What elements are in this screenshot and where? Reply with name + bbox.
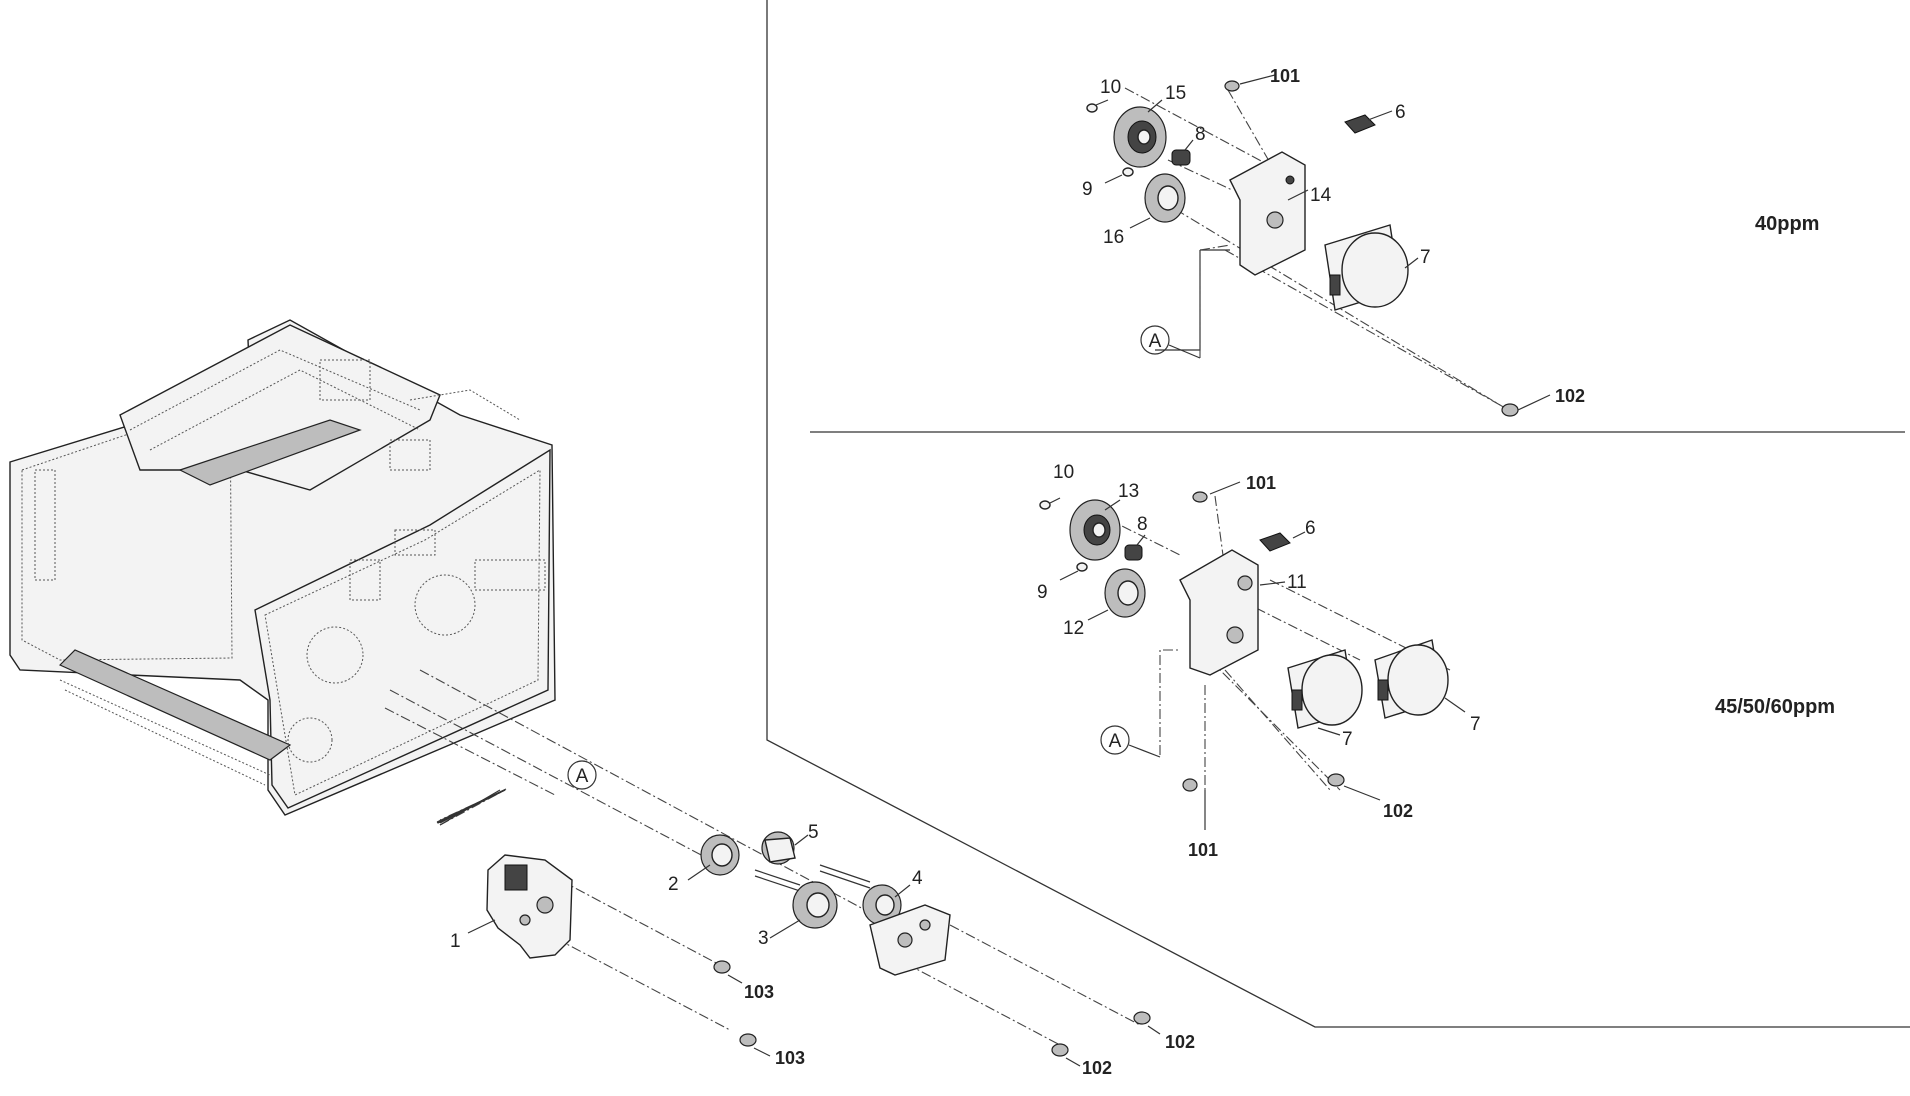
callout-102-top: 102 (1555, 386, 1585, 406)
reference-mark-a-main: A (567, 760, 597, 790)
pulley-12 (1104, 568, 1146, 618)
callout-4: 4 (912, 868, 923, 889)
e-ring-10-bottom (1039, 500, 1051, 510)
callout-8-bottom: 8 (1137, 514, 1148, 535)
ref-label-bottom: A (1109, 731, 1122, 752)
screw-102-top (1501, 403, 1519, 417)
callout-13-bottom: 13 (1118, 481, 1139, 502)
screw-101-bottom-a (1192, 491, 1208, 503)
screw-102-bottom (1327, 773, 1345, 787)
shafts (754, 864, 871, 892)
drive-bracket (869, 904, 951, 976)
screw-101-bottom-b (1182, 778, 1198, 792)
screws-main (713, 960, 1151, 1057)
callout-102-a: 102 (1082, 1058, 1112, 1078)
callout-103-b: 103 (775, 1048, 805, 1068)
callout-101-bottom-b: 101 (1188, 840, 1218, 860)
callout-103-a: 103 (744, 982, 774, 1002)
clip-6-bottom (1259, 532, 1291, 552)
drive-assembly-part-1 (486, 854, 573, 959)
callout-101-top: 101 (1270, 66, 1300, 86)
callout-14-top: 14 (1310, 185, 1332, 206)
callout-101-bottom-a: 101 (1246, 473, 1276, 493)
panel-frame (766, 0, 1910, 1028)
variant-label-45-50-60ppm: 45/50/60ppm (1715, 696, 1835, 718)
e-ring-10 (1086, 103, 1098, 113)
top-panel-assembly: A 10 15 8 9 16 14 101 6 7 102 40ppm (1082, 66, 1819, 417)
gear-15 (1113, 106, 1167, 168)
callout-10-bottom: 10 (1053, 462, 1074, 483)
callout-9-bottom: 9 (1037, 582, 1048, 603)
callout-11-bottom: 11 (1287, 572, 1307, 593)
main-callout-leaders (467, 834, 1161, 1067)
bracket-14 (1229, 151, 1306, 276)
roller-part-4 (862, 884, 902, 926)
callout-6-bottom: 6 (1305, 518, 1316, 539)
callout-1: 1 (450, 931, 461, 952)
callout-15-top: 15 (1165, 83, 1186, 104)
callout-7-bottom-a: 7 (1342, 729, 1353, 750)
pulley-16 (1144, 173, 1186, 223)
reference-mark-a-bottom: A (1100, 725, 1161, 758)
main-chassis-frame (9, 319, 556, 816)
callout-9-top: 9 (1082, 179, 1093, 200)
motor-7-bottom-a (1287, 649, 1363, 729)
gear-part-5 (761, 831, 796, 865)
callout-6-top: 6 (1395, 102, 1406, 123)
callout-2: 2 (668, 874, 679, 895)
callout-7-top: 7 (1420, 247, 1431, 268)
callout-10-top: 10 (1100, 77, 1121, 98)
main-callouts: 1 2 3 4 5 103 103 102 102 (450, 822, 1195, 1078)
variant-label-40ppm: 40ppm (1755, 213, 1819, 235)
callout-16-top: 16 (1103, 227, 1124, 248)
spring-8 (1171, 149, 1191, 166)
callout-102-b: 102 (1165, 1032, 1195, 1052)
gear-13 (1069, 499, 1121, 561)
ref-label-top: A (1149, 331, 1162, 352)
motor-7-top (1324, 224, 1409, 311)
callout-12-bottom: 12 (1063, 618, 1084, 639)
callout-5: 5 (808, 822, 819, 843)
callout-3: 3 (758, 928, 769, 949)
callout-8-top: 8 (1195, 124, 1206, 145)
roller-part-2 (700, 834, 740, 876)
callout-102-bottom: 102 (1383, 801, 1413, 821)
ref-label: A (576, 766, 589, 787)
clip-6-top (1344, 114, 1376, 134)
bottom-panel-assembly: A 10 13 8 9 12 11 101 6 7 7 102 101 45/5… (1037, 462, 1835, 860)
bracket-11 (1179, 549, 1259, 676)
roller-part-3 (792, 881, 838, 929)
washer-9-bottom (1076, 562, 1088, 572)
callout-7-bottom-b: 7 (1470, 714, 1481, 735)
screw-101-top (1224, 80, 1240, 92)
motor-7-bottom-b (1374, 639, 1449, 719)
washer-9 (1122, 167, 1134, 177)
spring-8-bottom (1124, 544, 1143, 561)
reference-mark-a-top: A (1140, 244, 1231, 359)
